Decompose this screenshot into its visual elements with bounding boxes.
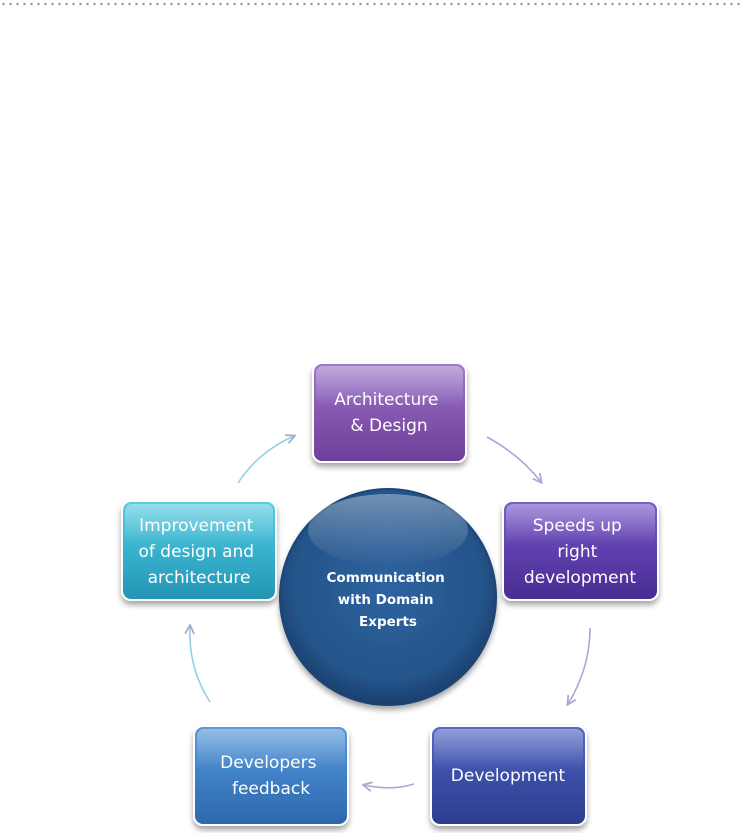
arrow-speeds-to-development [568,627,591,704]
node-improvement-line-1: Improvement [139,516,254,536]
arrow-improvement-to-architecture [237,436,294,484]
node-speeds-line-2: right [557,542,597,562]
svg-text:Improvement of design an: Improvement of design and architecture [139,516,260,588]
svg-text:Communication with Domai: Communication with Domain Experts [327,570,450,630]
node-development-line-1: Development [451,766,566,786]
node-speeds-line-1: Speeds up [533,516,622,536]
node-speeds-up-development: Speeds up right development [502,500,659,601]
node-architecture-line-2: & Design [350,416,427,436]
svg-text:Development: Development [451,766,566,786]
svg-text:Developers feedback: Developers feedback [220,753,322,799]
node-feedback-line-1: Developers [220,753,316,773]
node-architecture-design: Architecture & Design [312,362,467,463]
center-line-3: Experts [359,614,417,630]
center-line-2: with Domain [338,592,434,608]
node-developers-feedback: Developers feedback [193,725,349,826]
node-development: Development [430,725,587,826]
node-feedback-line-2: feedback [232,779,310,799]
center-node: Communication with Domain Experts [279,488,497,706]
svg-text:Architecture & Design: Architecture & Design [334,390,443,436]
node-speeds-line-3: development [524,568,636,588]
arrow-architecture-to-speeds [486,436,541,482]
svg-text:Speeds up right de: Speeds up right development [524,516,636,588]
center-line-1: Communication [327,570,445,586]
node-improvement-line-2: of design and [139,542,255,562]
node-improvement-line-3: architecture [148,568,251,588]
node-improvement-design: Improvement of design and architecture [121,500,277,601]
arrow-feedback-to-improvement [190,626,211,703]
node-architecture-line-1: Architecture [334,390,438,410]
dotted-top-rule [0,2,744,6]
arrow-development-to-feedback [364,784,415,788]
